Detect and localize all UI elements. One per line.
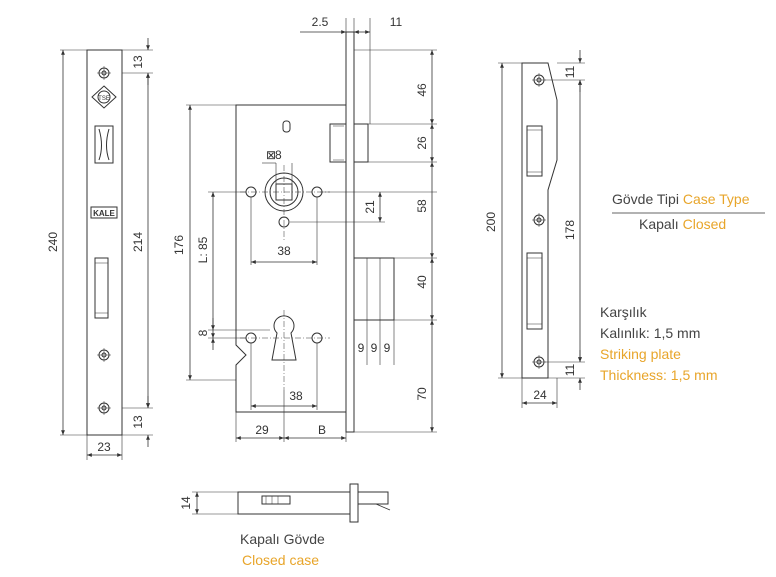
dim-cylinder-small: 8 <box>196 329 210 336</box>
dim-bottom: 70 <box>415 387 429 401</box>
striking-en-2: Thickness: 1,5 mm <box>600 367 718 383</box>
strike-plate <box>521 62 558 379</box>
dim-roller-3: 9 <box>384 341 391 355</box>
dim-square-prefix: ⊠ <box>266 148 276 162</box>
striking-tr-1: Karşılık <box>600 304 647 320</box>
dim-strike-total: 200 <box>484 212 498 232</box>
tse-badge-icon <box>91 85 117 109</box>
dim-follower: 58 <box>415 199 429 213</box>
dim-latch: 46 <box>415 83 429 97</box>
closed-tr: Kapalı <box>639 216 679 232</box>
dim-faceplate-total: 240 <box>46 232 60 252</box>
striking-en-1: Striking plate <box>600 346 681 362</box>
dim-side-thickness: 14 <box>179 496 193 510</box>
dim-top-gap: 2.5 <box>312 15 329 29</box>
closed-en: Closed <box>682 216 727 232</box>
kale-logo-icon <box>90 206 118 219</box>
dim-strike-top: 11 <box>563 65 577 78</box>
case-type-tr: Gövde Tipi <box>612 191 679 207</box>
tse-badge-text: TSE <box>98 96 110 102</box>
dim-faceplate-bottom: 13 <box>131 415 145 429</box>
dim-roller-1: 9 <box>358 341 365 355</box>
lock-body <box>235 31 395 433</box>
dim-backset-a: 29 <box>255 423 269 437</box>
case-type-en: Case Type <box>682 191 750 207</box>
faceplate <box>86 49 123 436</box>
case-type-label: Gövde Tipi Case Type <box>612 191 750 208</box>
dim-cylinder-spacing: 38 <box>289 389 303 403</box>
dim-strike-bottom: 11 <box>563 363 577 376</box>
dim-square: 8 <box>275 148 282 162</box>
dim-strike-center: 178 <box>563 220 577 240</box>
dim-strike-width: 24 <box>533 388 547 402</box>
dim-roller-2: 9 <box>371 341 378 355</box>
dim-body-height: 176 <box>172 235 186 255</box>
striking-tr-2: Kalınlık: 1,5 mm <box>600 325 701 341</box>
dim-faceplate-top: 13 <box>131 55 145 69</box>
kale-logo-text: KALE <box>93 209 115 218</box>
dim-center-distance: L: 85 <box>196 236 210 263</box>
dim-faceplate-width: 23 <box>97 440 111 454</box>
dim-follower-offset: 21 <box>363 200 377 214</box>
dim-plate: 11 <box>390 15 403 29</box>
closed-label: Kapalı Closed <box>639 216 726 233</box>
dim-backset-b: B <box>318 423 326 437</box>
closed-case-tr: Kapalı Gövde <box>240 531 325 547</box>
dim-hole-spacing: 38 <box>277 244 291 258</box>
dim-latch-height: 26 <box>415 136 429 150</box>
cylinder-hole-icon <box>271 315 297 361</box>
dim-deadbolt: 40 <box>415 275 429 289</box>
closed-case-en: Closed case <box>242 552 320 568</box>
side-view <box>237 483 391 523</box>
dim-faceplate-center: 214 <box>131 232 145 252</box>
